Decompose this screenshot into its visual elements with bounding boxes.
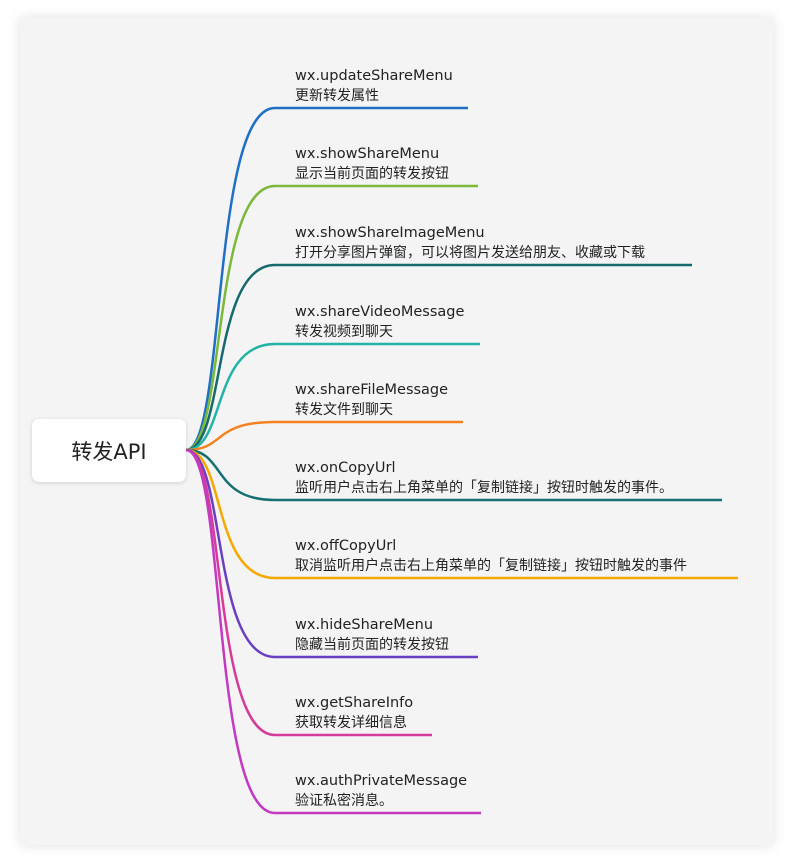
branch-node[interactable]: wx.showShareImageMenu 打开分享图片弹窗，可以将图片发送给朋友… [295, 223, 645, 263]
branch-desc: 更新转发属性 [295, 88, 379, 104]
branch-desc: 隐藏当前页面的转发按钮 [295, 637, 449, 653]
branch-title: wx.shareVideoMessage [295, 304, 465, 320]
branch-desc: 显示当前页面的转发按钮 [295, 166, 449, 182]
root-node[interactable]: 转发API [32, 419, 186, 482]
branch-title: wx.showShareMenu [295, 146, 440, 162]
branch-connector [185, 448, 432, 737]
branch-node[interactable]: wx.hideShareMenu 隐藏当前页面的转发按钮 [295, 615, 449, 655]
branch-node[interactable]: wx.showShareMenu 显示当前页面的转发按钮 [295, 144, 449, 184]
branch-title: wx.shareFileMessage [295, 382, 449, 398]
branch-connector [185, 106, 468, 452]
branch-connector [185, 448, 481, 815]
branch-desc: 监听用户点击右上角菜单的「复制链接」按钮时触发的事件。 [295, 480, 673, 496]
branch-node[interactable]: wx.offCopyUrl 取消监听用户点击右上角菜单的「复制链接」按钮时触发的事… [295, 536, 687, 576]
branch-connector [185, 448, 478, 659]
branch-node[interactable]: wx.authPrivateMessage 验证私密消息。 [295, 771, 467, 811]
branch-node[interactable]: wx.onCopyUrl 监听用户点击右上角菜单的「复制链接」按钮时触发的事件。 [295, 458, 673, 498]
branch-desc: 取消监听用户点击右上角菜单的「复制链接」按钮时触发的事件 [295, 558, 687, 574]
branch-desc: 转发文件到聊天 [295, 402, 393, 418]
branch-title: wx.updateShareMenu [295, 68, 453, 84]
branch-desc: 验证私密消息。 [295, 793, 393, 809]
branch-desc: 获取转发详细信息 [295, 715, 407, 731]
branch-connector [185, 448, 722, 502]
branch-connector [185, 342, 480, 452]
branch-title: wx.authPrivateMessage [295, 773, 468, 789]
branch-node[interactable]: wx.shareFileMessage 转发文件到聊天 [295, 380, 448, 420]
root-label: 转发API [71, 439, 147, 464]
branch-title: wx.offCopyUrl [295, 538, 397, 554]
branch-desc: 转发视频到聊天 [295, 324, 393, 340]
branch-title: wx.getShareInfo [295, 695, 414, 711]
branch-node[interactable]: wx.getShareInfo 获取转发详细信息 [295, 693, 413, 733]
branch-title: wx.showShareImageMenu [295, 225, 485, 241]
branch-node[interactable]: wx.updateShareMenu 更新转发属性 [295, 66, 453, 106]
branch-node[interactable]: wx.shareVideoMessage 转发视频到聊天 [295, 302, 464, 342]
branch-connector [185, 184, 478, 452]
branch-desc: 打开分享图片弹窗，可以将图片发送给朋友、收藏或下载 [295, 245, 645, 261]
branch-connector [185, 448, 738, 580]
branch-connector [185, 420, 463, 452]
branch-title: wx.onCopyUrl [295, 460, 396, 476]
branch-connector [185, 263, 692, 452]
branch-title: wx.hideShareMenu [295, 617, 434, 633]
